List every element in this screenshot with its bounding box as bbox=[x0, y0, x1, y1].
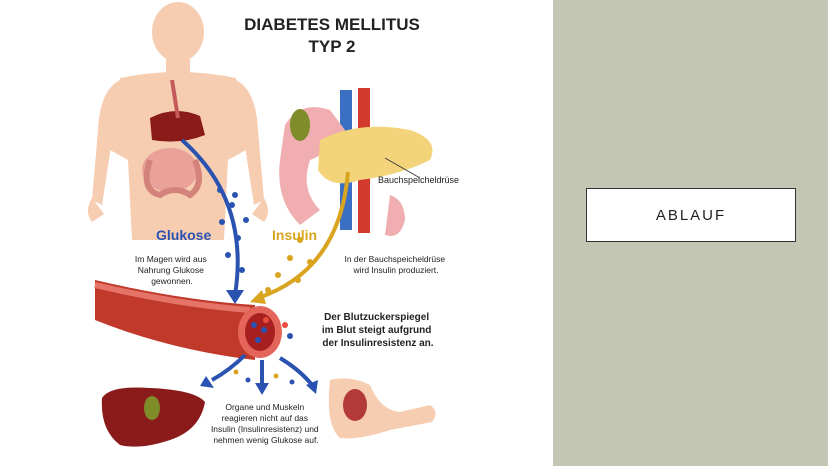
insulin-arrowhead bbox=[250, 290, 266, 304]
distribution-arrows bbox=[200, 353, 318, 395]
side-panel: ABLAUF bbox=[553, 0, 828, 466]
blood-vessel bbox=[94, 280, 293, 360]
insulin-arrow bbox=[257, 171, 350, 300]
caption-stomach: Im Magen wird aus Nahrung Glukose gewonn… bbox=[135, 254, 209, 286]
section-title: ABLAUF bbox=[655, 206, 727, 224]
glukose-arrowhead bbox=[226, 290, 244, 304]
glukose-arrow bbox=[180, 138, 240, 296]
label-glukose: Glukose bbox=[156, 227, 211, 243]
caption-blood: Der Blutzuckerspiegel im Blut steigt auf… bbox=[322, 312, 434, 349]
diabetes-illustration: DIABETES MELLITUS TYP 2 Bauchspeicheldrü… bbox=[88, 2, 460, 447]
arm-muscle bbox=[328, 378, 436, 439]
heading-line1: DIABETES MELLITUS bbox=[244, 15, 420, 34]
pancreas-group bbox=[279, 88, 433, 236]
heading-line2: TYP 2 bbox=[309, 37, 356, 56]
label-pancreas: Bauchspeicheldrüse bbox=[378, 175, 459, 185]
illustration-svg: DIABETES MELLITUS TYP 2 Bauchspeicheldrü… bbox=[88, 2, 459, 447]
section-title-box: ABLAUF bbox=[586, 188, 796, 242]
gallbladder bbox=[144, 396, 160, 420]
label-insulin: Insulin bbox=[272, 227, 317, 243]
caption-organs: Organe und Muskeln reagieren nicht auf d… bbox=[211, 402, 321, 445]
caption-pancreas: In der Bauchspeicheldrüse wird Insulin p… bbox=[344, 254, 447, 275]
digestive-organs bbox=[142, 79, 205, 199]
